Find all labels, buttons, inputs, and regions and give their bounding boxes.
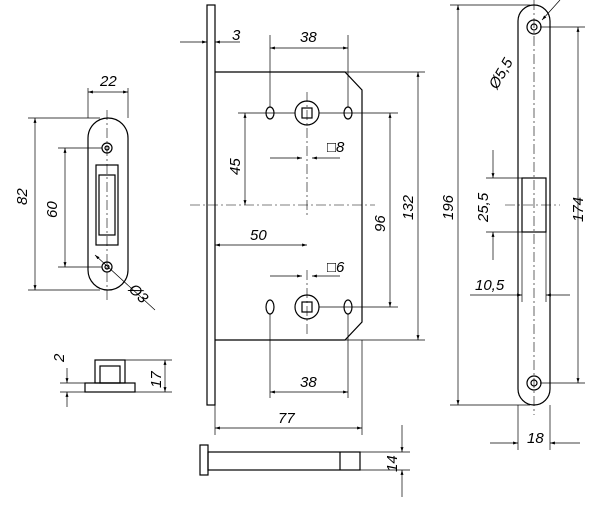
faceplate-front [450,0,585,450]
body-height-label: 132 [400,194,417,220]
bottom-hole-spacing-label: 38 [300,374,317,391]
faceplate-width-label: 18 [527,430,544,447]
faceplate-screw-spacing-label: 174 [570,197,587,222]
lock-body [180,4,425,435]
strike-height-label: 82 [14,188,31,205]
latch-width-label: 10,5 [475,277,505,294]
latch-height-label: 25,5 [475,192,492,223]
latch-to-spindle-label: 45 [227,158,244,175]
top-hole-spacing-label: 38 [300,29,317,46]
strike-side-view [60,359,172,407]
strike-offset-label: 2 [51,353,68,363]
upper-square-label: □8 [327,139,345,156]
faceplate-screw-hole-label: Ø5,5 [485,55,517,93]
lower-square-label: □6 [327,259,345,276]
faceplate-thickness-label: 3 [232,27,241,44]
spindle-spacing-label: 96 [372,215,389,232]
faceplate-length-label: 196 [440,194,457,220]
lock-thickness-label: 14 [384,455,401,472]
backset-label: 50 [250,227,267,244]
lock-bottom-view [199,425,410,497]
strike-plate [28,88,156,311]
strike-width-label: 22 [99,73,117,90]
strike-depth-label: 17 [148,371,165,388]
body-depth-label: 77 [278,410,295,427]
strike-screw-spacing-label: 60 [44,201,61,218]
